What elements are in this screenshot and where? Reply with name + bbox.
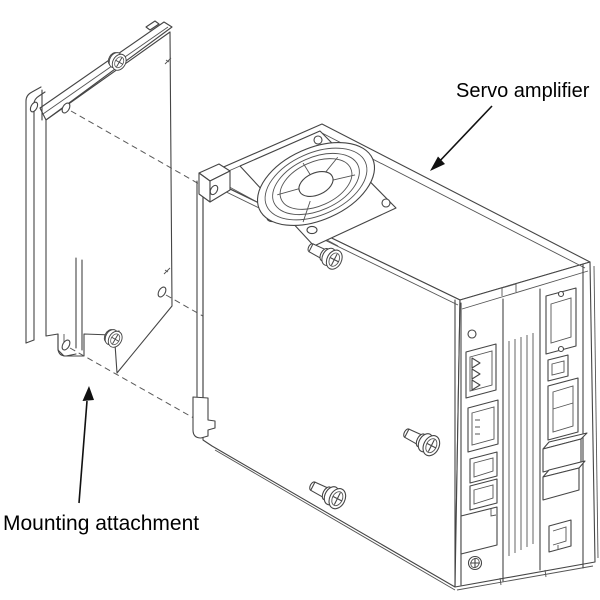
servo-amplifier-callout: Servo amplifier [430,80,590,171]
vent-slats [508,333,534,556]
cooling-fan [256,142,376,226]
mounting-attachment-callout: Mounting attachment [3,386,199,535]
panel-plate [460,506,498,555]
plate-face [45,31,173,374]
panel-hole [467,329,477,339]
rail-tab [198,163,231,203]
edge-tick-bottom [163,267,171,275]
mounting-attachment-drawing [25,20,173,374]
battery-connector [548,519,572,553]
edge-tick-top [164,57,172,65]
plate-hole-right [157,286,167,298]
socket-connector-upper [469,451,498,484]
servo-amplifier-drawing [192,123,599,591]
encoder-connector [547,377,579,441]
projection-line-top [70,110,309,247]
plate-hook-notch [57,257,121,357]
fan-hub [298,171,334,197]
socket-connector-lower [469,478,498,511]
mounting-rail [192,163,231,439]
panel-screw [467,555,483,571]
rail-tab-hole [209,184,219,196]
connector-panel [454,263,589,588]
mounting-attachment-arrow [78,400,88,504]
terminal-block-connector [465,343,497,399]
servo-amplifier-label: Servo amplifier [456,80,590,102]
small-connector [547,354,569,382]
plug-connector-lower [542,460,586,501]
dsub-connector [545,287,577,355]
plate-top-edge [39,20,173,121]
plate-left-flange [25,86,46,344]
flange-hole [29,101,39,113]
io-connector [467,399,499,453]
mounting-attachment-label: Mounting attachment [3,512,199,535]
plate-hole-top [61,102,71,114]
servo-amplifier-arrow [435,105,493,166]
plate-hole-bottom [61,339,71,351]
rail-hook [192,396,216,439]
fan-spokes [277,156,356,223]
